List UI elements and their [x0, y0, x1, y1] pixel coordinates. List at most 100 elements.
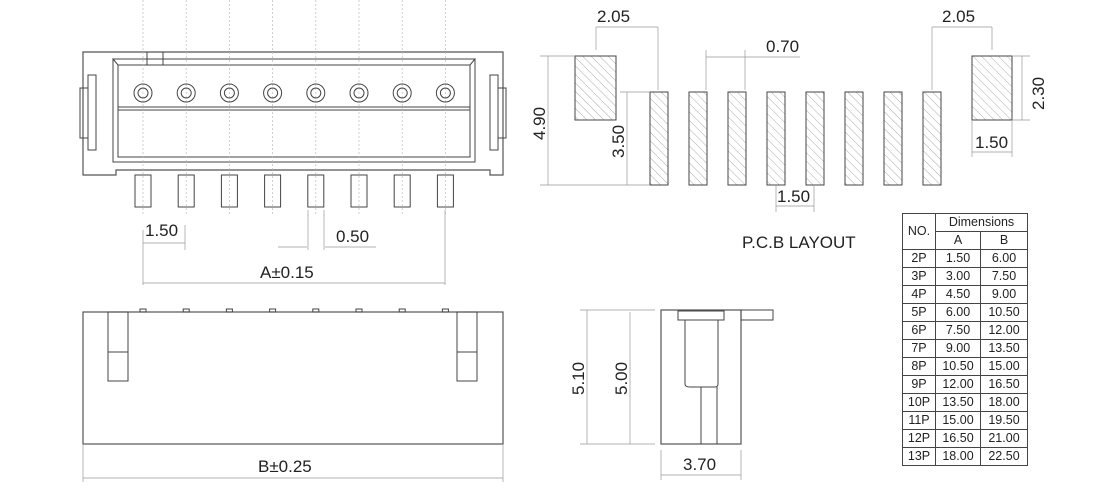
- dim-depth-label: 3.70: [683, 455, 716, 474]
- header-no: NO.: [902, 213, 936, 250]
- cell-a: 3.00: [935, 267, 981, 286]
- pin-tab: [269, 308, 277, 313]
- cell-no: 2P: [902, 249, 936, 268]
- pin-hole-outer: [263, 83, 283, 103]
- dim-pad-width-label: 0.70: [766, 37, 799, 56]
- cell-b: 10.50: [980, 303, 1028, 322]
- pin-hole-outer: [349, 83, 369, 103]
- pin-hole-inner: [223, 87, 235, 99]
- cell-a: 18.00: [935, 447, 981, 466]
- cell-no: 4P: [902, 285, 936, 304]
- pcb-pad: [844, 91, 864, 186]
- pin-tab: [441, 308, 449, 313]
- dim-pitch-pcb-label: 1.50: [777, 187, 810, 206]
- cell-a: 16.50: [935, 429, 981, 448]
- cell-no: 11P: [902, 411, 936, 430]
- cell-no: 3P: [902, 267, 936, 286]
- pin-hole-outer: [133, 83, 153, 103]
- pcb-pad: [727, 91, 747, 186]
- pcb-pad: [805, 91, 825, 186]
- dim-pitch-label: 1.50: [145, 221, 178, 240]
- pin-hole-outer: [176, 83, 196, 103]
- cell-a: 13.50: [935, 393, 981, 412]
- pin-tab: [312, 308, 320, 313]
- cell-b: 22.50: [980, 447, 1028, 466]
- cell-b: 15.00: [980, 357, 1028, 376]
- cell-b: 6.00: [980, 249, 1028, 268]
- side-view: 5.10 5.00 3.70: [569, 309, 774, 480]
- cell-no: 8P: [902, 357, 936, 376]
- cell-b: 18.00: [980, 393, 1028, 412]
- pin-hole-inner: [180, 87, 192, 99]
- pin-hole-outer: [219, 83, 239, 103]
- dim-total-height-pcb-label: 4.90: [530, 107, 549, 140]
- pin: [134, 174, 152, 208]
- dim-b-label: B±0.25: [258, 457, 312, 476]
- cell-a: 10.50: [935, 357, 981, 376]
- cell-a: 15.00: [935, 411, 981, 430]
- cell-no: 6P: [902, 321, 936, 340]
- cell-a: 9.00: [935, 339, 981, 358]
- pcb-pad: [922, 91, 942, 186]
- pin: [307, 174, 325, 208]
- dim-left-offset-label: 2.05: [597, 7, 630, 26]
- pin-hole-inner: [439, 87, 451, 99]
- dim-right-offset-label: 2.05: [942, 7, 975, 26]
- dim-mount-height-label: 2.30: [1029, 77, 1048, 110]
- dim-total-height-label: 5.10: [569, 362, 588, 395]
- pin: [264, 174, 282, 208]
- bottom-view: B±0.25: [82, 308, 504, 482]
- cell-b: 16.50: [980, 375, 1028, 394]
- pcb-pad: [688, 91, 708, 186]
- pin: [220, 174, 238, 208]
- cell-b: 13.50: [980, 339, 1028, 358]
- cell-no: 12P: [902, 429, 936, 448]
- cell-no: 10P: [902, 393, 936, 412]
- dim-pad-height-label: 3.50: [609, 125, 628, 158]
- cell-b: 19.50: [980, 411, 1028, 430]
- dim-a-label: A±0.15: [260, 263, 314, 282]
- header-a: A: [935, 231, 981, 250]
- pcb-pad: [766, 91, 786, 186]
- pin: [436, 174, 454, 208]
- pin-hole-inner: [267, 87, 279, 99]
- cell-b: 7.50: [980, 267, 1028, 286]
- pin-tab: [398, 308, 406, 313]
- pin-tab: [139, 308, 147, 313]
- dim-pin-width-label: 0.50: [336, 227, 369, 246]
- pin-hole-outer: [435, 83, 455, 103]
- pin-hole-inner: [137, 87, 149, 99]
- front-view: 1.50 0.50 A±0.15: [79, 0, 507, 285]
- cell-a: 1.50: [935, 249, 981, 268]
- pin: [350, 174, 368, 208]
- pin-tab: [225, 308, 233, 313]
- cell-b: 21.00: [980, 429, 1028, 448]
- cell-no: 7P: [902, 339, 936, 358]
- cell-a: 4.50: [935, 285, 981, 304]
- pcb-pad: [649, 91, 669, 186]
- pin: [177, 174, 195, 208]
- cell-a: 12.00: [935, 375, 981, 394]
- mount-pad-right: [971, 55, 1013, 121]
- cell-a: 7.50: [935, 321, 981, 340]
- pin-tab: [182, 308, 190, 313]
- dim-mount-width-label: 1.50: [975, 133, 1008, 152]
- pin-hole-inner: [353, 87, 365, 99]
- cell-no: 13P: [902, 447, 936, 466]
- pin-hole-inner: [396, 87, 408, 99]
- cell-a: 6.00: [935, 303, 981, 322]
- header-dimensions: Dimensions: [935, 213, 1028, 232]
